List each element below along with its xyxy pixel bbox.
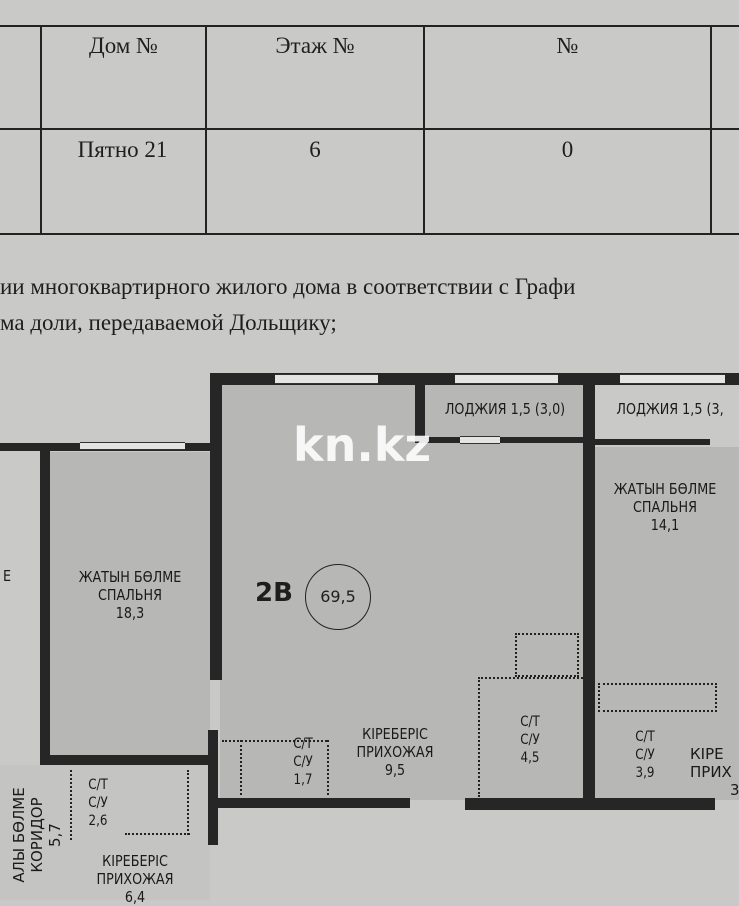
watermark-logo: kn.kz — [293, 418, 432, 472]
room-loggia-2: ЛОДЖИЯ 1,5 (3, — [616, 400, 724, 418]
cell-floor-number: 6 — [309, 137, 321, 162]
room-loggia-1: ЛОДЖИЯ 1,5 (3,0) — [444, 400, 566, 418]
cell-number: 0 — [561, 137, 574, 162]
cell-house-number: Пятно 21 — [77, 137, 168, 162]
header-house-number: Дом № — [89, 33, 158, 58]
header-number: № — [556, 33, 579, 58]
room-partial-label: Е — [2, 567, 12, 585]
paragraph-line-1: ии многоквартирного жилого дома в соотве… — [0, 274, 576, 299]
paragraph-line-2: ма доли, передаваемой Дольщику; — [0, 310, 337, 335]
total-area-badge: 69,5 — [305, 564, 371, 630]
apartment-code: 2B — [255, 578, 293, 608]
header-floor-number: Этаж № — [275, 33, 355, 58]
